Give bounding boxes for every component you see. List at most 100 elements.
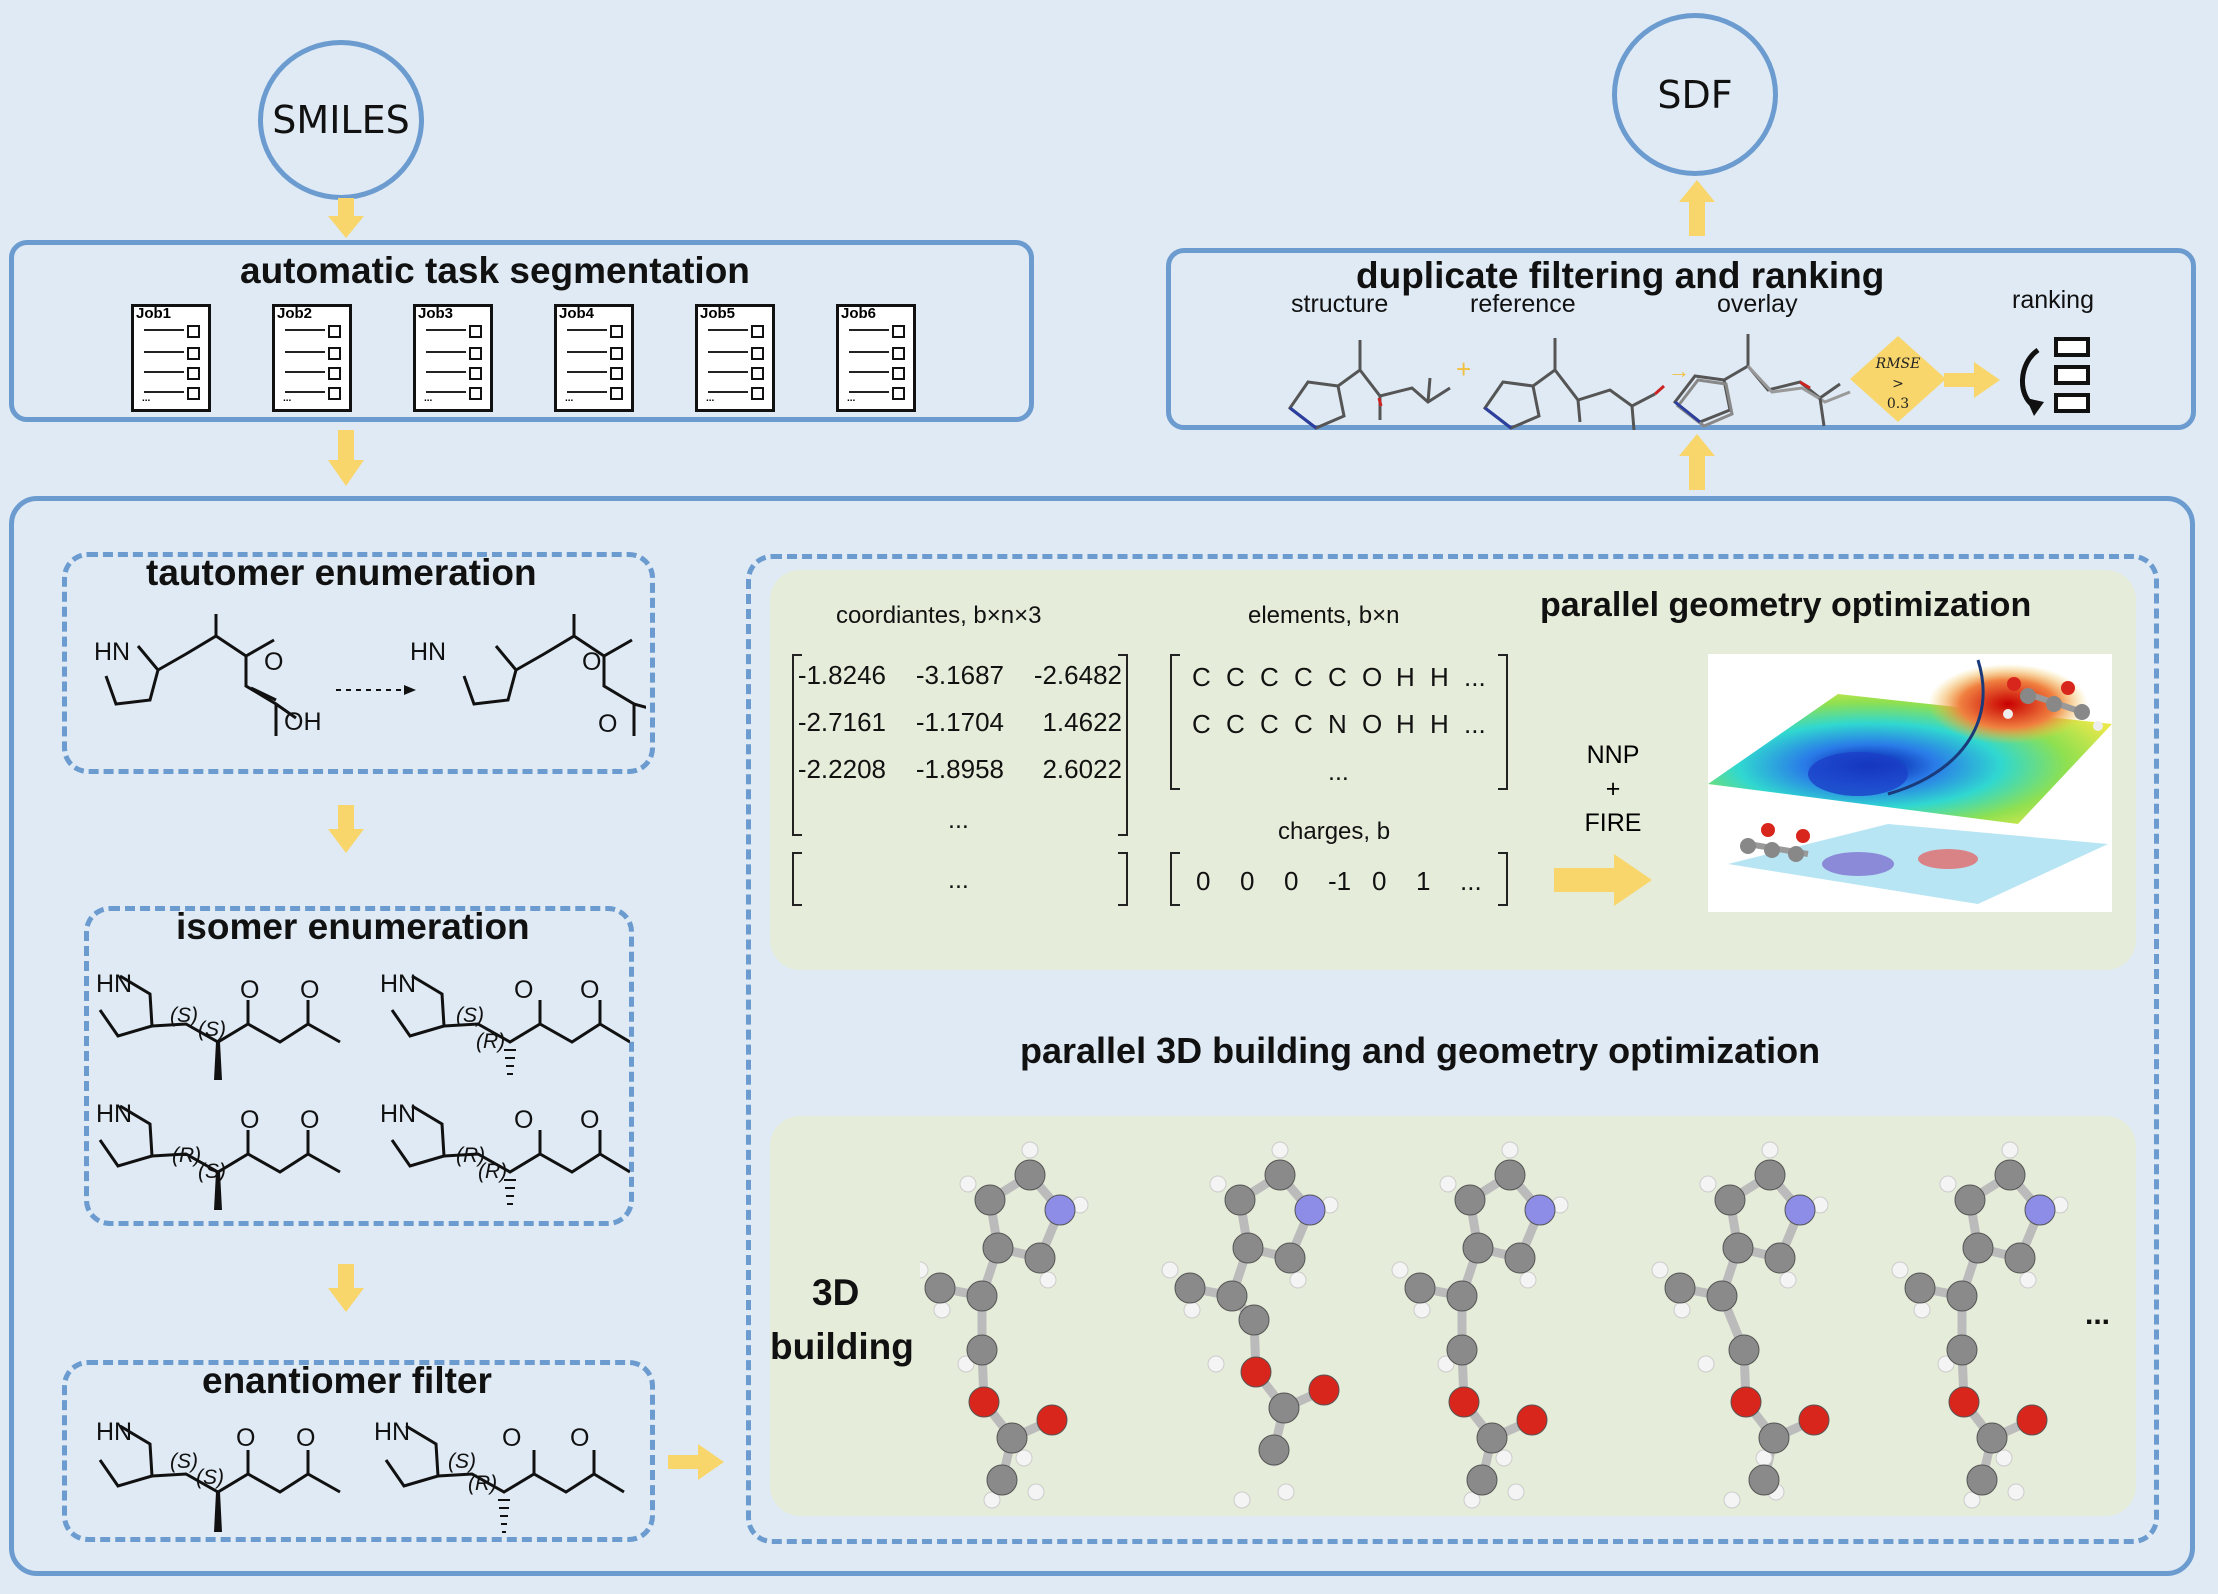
carbon-atom xyxy=(1976,1422,2008,1454)
hydrogen-atom xyxy=(1463,1491,1481,1509)
tautomer-structures xyxy=(104,614,646,736)
hydrogen-atom xyxy=(1207,1355,1225,1373)
geometry-title: parallel geometry optimization xyxy=(1540,586,2032,624)
carbon-atom xyxy=(1728,1334,1760,1366)
carbon-atom xyxy=(1232,1232,1264,1264)
charge-value: 0 xyxy=(1240,866,1255,896)
coords-batch-bracket-left xyxy=(792,852,802,906)
isomer-box xyxy=(84,906,634,1226)
rmse-text: RMSE > 0.3 xyxy=(1848,354,1948,414)
nitrogen-atom xyxy=(1044,1194,1076,1226)
job-checkbox-icon xyxy=(469,347,482,360)
hydrogen-atom xyxy=(1761,1141,1779,1159)
nitrogen-atom xyxy=(2024,1194,2056,1226)
isomer-s-1b: (S) xyxy=(198,1018,226,1041)
hydrogen-atom xyxy=(933,1301,951,1319)
job-line xyxy=(285,371,325,373)
job-checkbox-icon xyxy=(328,387,341,400)
job-line xyxy=(144,329,184,331)
conformer-model-icon xyxy=(920,1141,1089,1509)
oxygen-atom xyxy=(1240,1356,1272,1388)
arrow-down-icon xyxy=(328,430,364,486)
element-symbol: C xyxy=(1294,662,1313,692)
isomer-r-4b: (R) xyxy=(478,1160,508,1183)
job-line xyxy=(708,391,748,393)
svg-text:+: + xyxy=(1456,354,1471,384)
tautomer-hn-1: HN xyxy=(94,638,131,666)
dedupe-title: duplicate filtering and ranking xyxy=(1356,255,1885,296)
isomer-r-2: (R) xyxy=(476,1030,506,1053)
enantiomer-o-2a: O xyxy=(502,1424,522,1452)
element-symbol: C xyxy=(1192,662,1211,692)
tautomer-title: tautomer enumeration xyxy=(146,552,537,593)
job-line xyxy=(708,371,748,373)
job-card: Job2... xyxy=(272,304,352,412)
arrow-down-icon xyxy=(328,805,364,853)
nitrogen-atom xyxy=(1294,1194,1326,1226)
sdf-node: SDF xyxy=(1612,13,1778,176)
hydrogen-atom xyxy=(1939,1175,1957,1193)
carbon-atom xyxy=(1748,1464,1780,1496)
oxygen-atom xyxy=(1036,1404,1068,1436)
coords-label: coordiantes, b×n×3 xyxy=(836,602,1042,629)
oxygen-atom xyxy=(1308,1374,1340,1406)
isomer-r-3: (R) xyxy=(172,1144,202,1167)
building-title: parallel 3D building and geometry optimi… xyxy=(1020,1030,1821,1071)
carbon-atom xyxy=(986,1464,1018,1496)
job-checkbox-icon xyxy=(751,387,764,400)
enantiomer-o-1a: O xyxy=(236,1424,256,1452)
hydrogen-atom xyxy=(1913,1301,1931,1319)
isomer-o-1b: O xyxy=(300,976,320,1004)
building-label-1: 3D xyxy=(812,1272,860,1313)
job-checkbox-icon xyxy=(328,367,341,380)
building-label-2: building xyxy=(770,1326,914,1367)
carbon-atom xyxy=(1758,1422,1790,1454)
job-label: Job6 xyxy=(841,305,877,322)
job-checkbox-icon xyxy=(892,387,905,400)
hydrogen-atom xyxy=(1039,1271,1057,1289)
tautomer-box xyxy=(62,552,655,774)
hydrogen-atom xyxy=(957,1355,975,1373)
dedupe-box xyxy=(1166,248,2196,430)
carbon-atom xyxy=(996,1422,1028,1454)
oxygen-atom xyxy=(968,1386,1000,1418)
isomer-hn-1: HN xyxy=(96,970,133,998)
oxygen-atom xyxy=(1798,1404,1830,1436)
job-checkbox-icon xyxy=(187,367,200,380)
carbon-atom xyxy=(1238,1304,1270,1336)
coord-value: -1.1704 xyxy=(915,707,1004,737)
hydrogen-atom xyxy=(1937,1355,1955,1373)
element-symbol: O xyxy=(1362,662,1383,692)
rmse-threshold: 0.3 xyxy=(1886,396,1910,412)
carbon-atom xyxy=(1494,1159,1526,1191)
job-card: Job5... xyxy=(695,304,775,412)
job-checkbox-icon xyxy=(892,325,905,338)
coords-batch: ... xyxy=(948,866,969,894)
job-line xyxy=(567,351,607,353)
coord-value: 1.4622 xyxy=(1042,707,1122,737)
job-ellipsis: ... xyxy=(283,393,292,404)
isomer-s-2: (S) xyxy=(456,1004,484,1027)
enantiomer-s-2: (S) xyxy=(448,1450,476,1473)
hydrogen-atom xyxy=(959,1175,977,1193)
smiles-label: SMILES xyxy=(272,98,410,142)
job-line xyxy=(567,371,607,373)
charges-bracket-left xyxy=(1170,852,1180,906)
job-label: Job1 xyxy=(136,305,172,322)
carbon-atom xyxy=(1454,1184,1486,1216)
element-symbol: H xyxy=(1396,709,1415,739)
nitrogen-atom xyxy=(1524,1194,1556,1226)
job-line xyxy=(285,351,325,353)
nitrogen-atom xyxy=(1784,1194,1816,1226)
oxygen-atom xyxy=(1448,1386,1480,1418)
hydrogen-atom xyxy=(1391,1261,1409,1279)
hydrogen-atom xyxy=(1277,1483,1295,1501)
hydrogen-atom xyxy=(1413,1301,1431,1319)
coord-value: 2.6022 xyxy=(1042,754,1122,784)
arrow-right-icon xyxy=(1554,854,1652,906)
job-line xyxy=(285,391,325,393)
element-symbol: ... xyxy=(1464,662,1486,692)
elements-more: ... xyxy=(1328,758,1349,786)
isomer-o-2a: O xyxy=(514,976,534,1004)
rmse-decision-icon xyxy=(1850,336,1946,422)
